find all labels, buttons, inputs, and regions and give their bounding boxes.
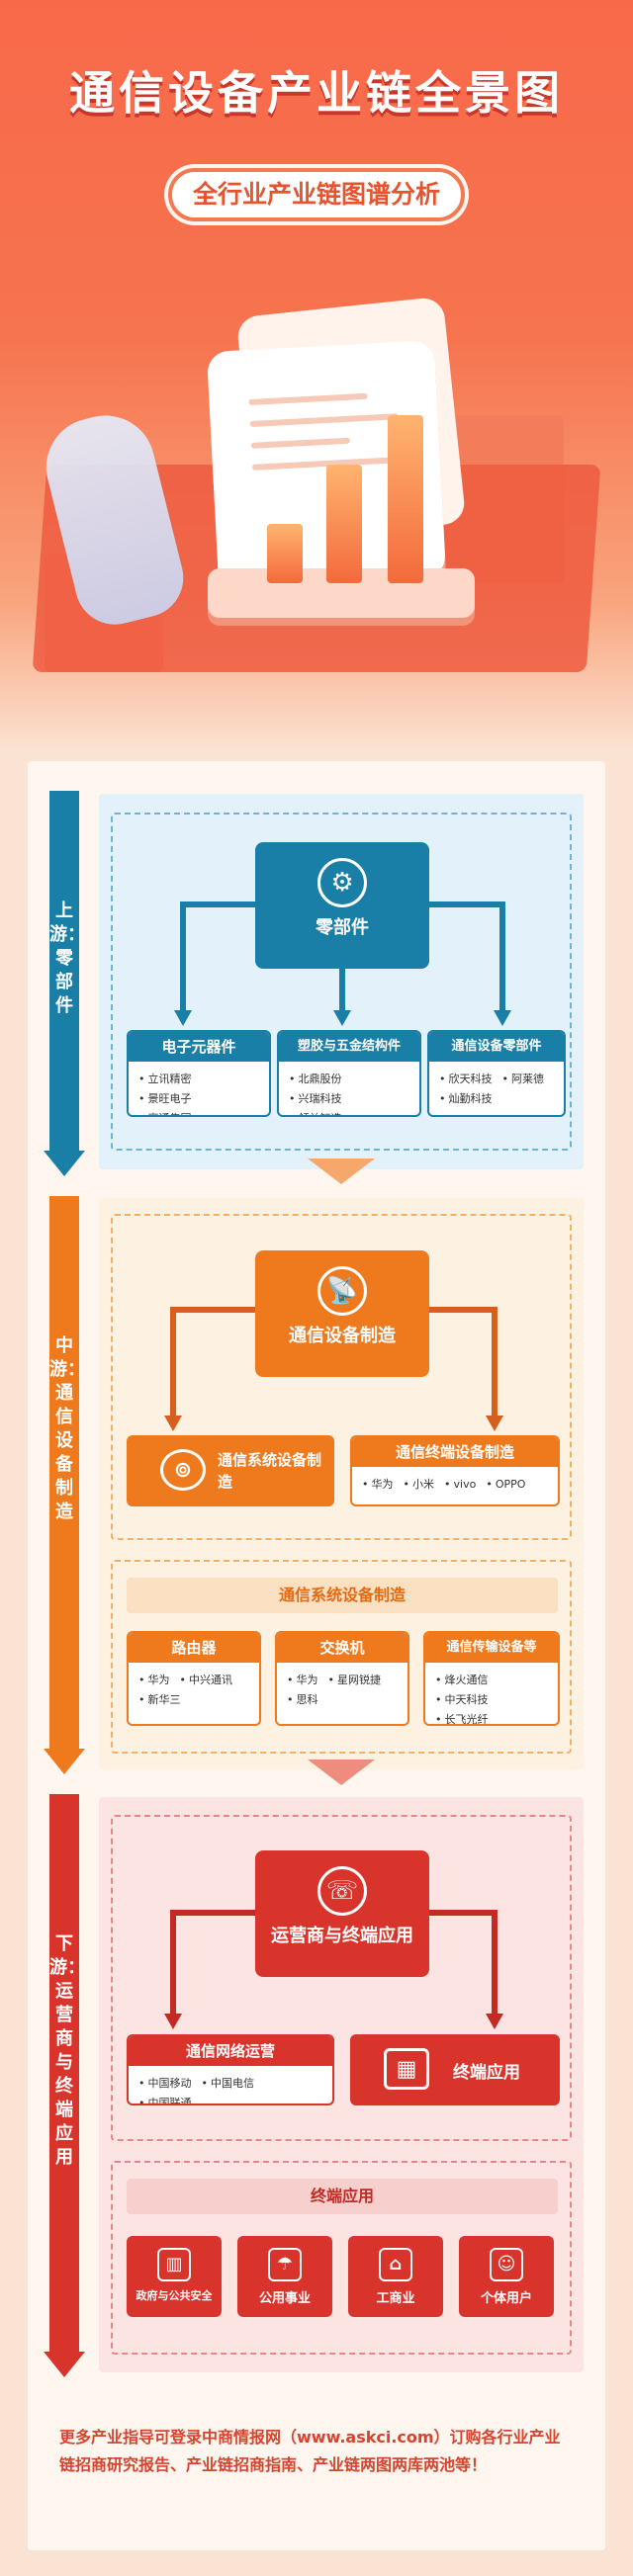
company-item: 华为 (287, 1671, 318, 1690)
company-item: vivo (444, 1475, 477, 1495)
signal-tower-icon: ⊚ (160, 1449, 206, 1491)
chevron-down-icon (308, 1159, 375, 1184)
company-item: 景旺电子 (138, 1089, 192, 1109)
midstream-label: 中游：通信设备制造 (49, 1335, 85, 1522)
upstream-arrow: 上游：零部件 (44, 791, 85, 1176)
upstream-frame (111, 813, 572, 1151)
company-item: 阿莱德 (502, 1070, 544, 1089)
terminal-application-frame (111, 2161, 572, 2355)
card-title: 交换机 (277, 1633, 407, 1663)
decor-bar (326, 465, 362, 583)
card-title: 通信网络运营 (129, 2036, 332, 2066)
page-title: 通信设备产业链全景图 (69, 66, 564, 120)
phone-network-icon: ☏ (317, 1866, 367, 1916)
decor-bar (388, 415, 423, 583)
midstream-hub: 📡 通信设备制造 (255, 1250, 429, 1377)
company-item: 亨通集团 (138, 1109, 192, 1115)
tile-label: 政府与公共安全 (136, 2289, 213, 2302)
tile-government: ▥ 政府与公共安全 (127, 2236, 222, 2317)
upstream-card-parts: 通信设备零部件 欣天科技阿莱德 灿勤科技 (427, 1030, 566, 1117)
card-title: 塑胶与五金结构件 (279, 1032, 419, 1062)
company-item: 新华三 (138, 1690, 181, 1710)
company-item: 兴瑞科技 (289, 1089, 342, 1109)
footer-note: 更多产业指导可登录中商情报网（www.askci.com）订购各行业产业链招商研… (59, 2428, 561, 2474)
tile-label: 个体用户 (480, 2291, 532, 2306)
company-item: 欣天科技 (439, 1070, 493, 1089)
terminal-equipment-card: 通信终端设备制造 华为小米 vivo OPPO (350, 1435, 560, 1506)
chevron-down-icon (308, 1760, 375, 1785)
company-item: 北鼎股份 (289, 1070, 342, 1089)
card-title: 路由器 (129, 1633, 259, 1663)
community-icon: ☂ (268, 2248, 302, 2281)
page-subtitle: 全行业产业链图谱分析 (168, 168, 465, 221)
upstream-card-structure: 塑胶与五金结构件 北鼎股份兴瑞科技 领益智造 (277, 1030, 421, 1117)
system-equipment-label: 通信系统设备制造 (218, 1451, 322, 1491)
downstream-frame (111, 1815, 572, 2141)
transmission-card: 通信传输设备等 烽火通信中天科技 长飞光纤 (423, 1631, 560, 1726)
monitor-icon: ▦ (384, 2048, 429, 2090)
company-item: 灿勤科技 (439, 1089, 493, 1109)
network-operation-card: 通信网络运营 中国移动中国电信中国联通 (127, 2034, 334, 2105)
downstream-arrow: 下游：运营商与终端应用 (44, 1794, 85, 2377)
company-item: 领益智造 (289, 1109, 342, 1115)
hero-banner: 通信设备产业链全景图 全行业产业链图谱分析 (0, 0, 633, 751)
terminal-application-block: ▦ 终端应用 (350, 2034, 560, 2105)
company-item: OPPO (486, 1475, 526, 1495)
signal-tower-icon: 📡 (317, 1266, 367, 1316)
midstream-frame (111, 1214, 572, 1540)
company-item: 中国电信 (202, 2074, 254, 2094)
midstream-hub-label: 通信设备制造 (289, 1326, 396, 1346)
upstream-card-electronics: 电子元器件 立讯精密景旺电子 亨通集团 (127, 1030, 271, 1117)
factory-icon: ⌂ (379, 2248, 412, 2281)
downstream-hub: ☏ 运营商与终端应用 (255, 1850, 429, 1977)
router-card: 路由器 华为中兴通讯 新华三 (127, 1631, 261, 1726)
company-item: 中兴通讯 (180, 1671, 232, 1690)
tile-commerce: ⌂ 工商业 (348, 2236, 443, 2317)
terminal-application-label: 终端应用 (453, 2063, 520, 2083)
midstream-arrow: 中游：通信设备制造 (44, 1196, 85, 1774)
company-item: 思科 (287, 1690, 318, 1710)
users-icon: ☺ (490, 2248, 523, 2281)
decor-bar (267, 524, 303, 583)
system-equipment-block: ⊚ 通信系统设备制造 (127, 1435, 334, 1506)
upstream-hub-label: 零部件 (316, 917, 369, 938)
tile-label: 工商业 (376, 2291, 415, 2306)
switch-card: 交换机 华为星网锐捷 思科 (275, 1631, 409, 1726)
company-item: 华为 (362, 1475, 394, 1495)
downstream-hub-label: 运营商与终端应用 (271, 1926, 413, 1946)
card-title: 通信设备零部件 (429, 1032, 564, 1062)
company-item: 中国移动 (138, 2074, 192, 2094)
upstream-hub: ⚙ 零部件 (255, 842, 429, 969)
card-title: 通信传输设备等 (425, 1633, 558, 1663)
company-item: 中国联通 (138, 2094, 192, 2104)
company-item: 立讯精密 (138, 1070, 192, 1089)
company-item: 小米 (404, 1475, 434, 1495)
upstream-label: 上游：零部件 (49, 901, 85, 1016)
tile-utilities: ☂ 公用事业 (237, 2236, 332, 2317)
tile-individual: ☺ 个体用户 (459, 2236, 554, 2317)
company-item: 华为 (138, 1671, 170, 1690)
gear-icon: ⚙ (317, 858, 367, 907)
company-item: 中天科技 (435, 1690, 489, 1710)
building-icon: ▥ (157, 2248, 191, 2281)
system-equipment-frame (111, 1560, 572, 1754)
terminal-application-title: 终端应用 (127, 2179, 558, 2214)
card-title: 通信终端设备制造 (352, 1437, 558, 1467)
tile-label: 公用事业 (258, 2291, 311, 2306)
company-item: 烽火通信 (435, 1671, 489, 1690)
system-equipment-title: 通信系统设备制造 (127, 1578, 558, 1613)
card-title: 电子元器件 (129, 1032, 269, 1062)
company-item: 星网锐捷 (328, 1671, 381, 1690)
company-item: 长飞光纤 (435, 1710, 489, 1724)
downstream-label: 下游：运营商与终端应用 (49, 1933, 85, 2168)
